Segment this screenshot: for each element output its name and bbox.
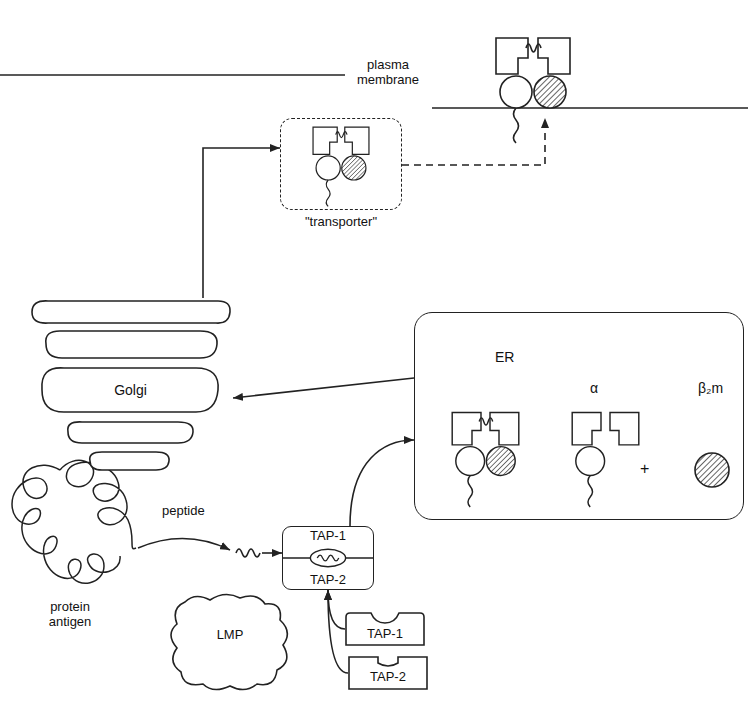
antigen-label: protein antigen <box>30 600 110 630</box>
golgi-cisterna <box>68 422 193 443</box>
subunit-label: TAP-2 <box>310 573 346 588</box>
lmp-complex: LMP <box>165 590 295 695</box>
tap-subunit: TAP-2 <box>348 656 428 690</box>
golgi-cisterna <box>32 301 230 323</box>
golgi-stack: Golgi <box>28 298 233 474</box>
golgi-cisterna <box>46 331 217 358</box>
peptide-label: peptide <box>162 504 205 519</box>
peptide-squiggle <box>317 555 339 561</box>
chain-label: α <box>590 380 598 396</box>
plus-sign: + <box>640 460 649 478</box>
mhc-molecule <box>496 38 570 143</box>
membrane-line <box>432 107 748 109</box>
flow-arrow <box>350 440 414 526</box>
tap-subunit: TAP-1 <box>345 612 425 646</box>
tap1-shape <box>346 613 424 645</box>
organelle-label: Golgi <box>114 382 147 398</box>
peptide-squiggle <box>236 549 260 557</box>
subunit-label: TAP-2 <box>370 670 406 685</box>
membrane-line <box>0 74 345 76</box>
golgi-cisterna <box>90 452 169 470</box>
tap-transporter: TAP-1TAP-2 <box>282 526 374 590</box>
lmp-outline <box>165 590 295 695</box>
membrane-label: plasma membrane <box>348 58 428 88</box>
vesicle-label: "transporter" <box>305 215 377 230</box>
subunit-label: TAP-1 <box>310 529 346 544</box>
peptide-arrow <box>262 552 282 554</box>
mhc-molecule <box>452 412 519 507</box>
mhc-molecule <box>313 127 369 206</box>
lmp-blob <box>171 594 287 689</box>
dashed-outline <box>280 118 402 210</box>
tap2-shape <box>349 657 427 689</box>
complex-label: LMP <box>217 628 244 643</box>
flow-arrow <box>203 148 280 298</box>
tap-pore-oval <box>310 549 345 566</box>
flow-arrow <box>233 378 414 398</box>
golgi-cisterna <box>42 368 218 412</box>
flow-arrow <box>328 590 345 629</box>
er-compartment: ER <box>414 312 744 520</box>
beta2m-symbol <box>695 453 729 487</box>
chain-label: β₂m <box>698 380 723 396</box>
organelle-label: ER <box>495 349 514 365</box>
subunit-label: TAP-1 <box>367 627 403 642</box>
flow-arrow <box>328 590 348 673</box>
processing-arrow <box>138 538 230 550</box>
protein-coil <box>60 460 136 548</box>
alpha-chain <box>572 412 639 507</box>
dashed-arrow <box>402 118 545 165</box>
transport-vesicle: "transporter" <box>280 118 402 236</box>
